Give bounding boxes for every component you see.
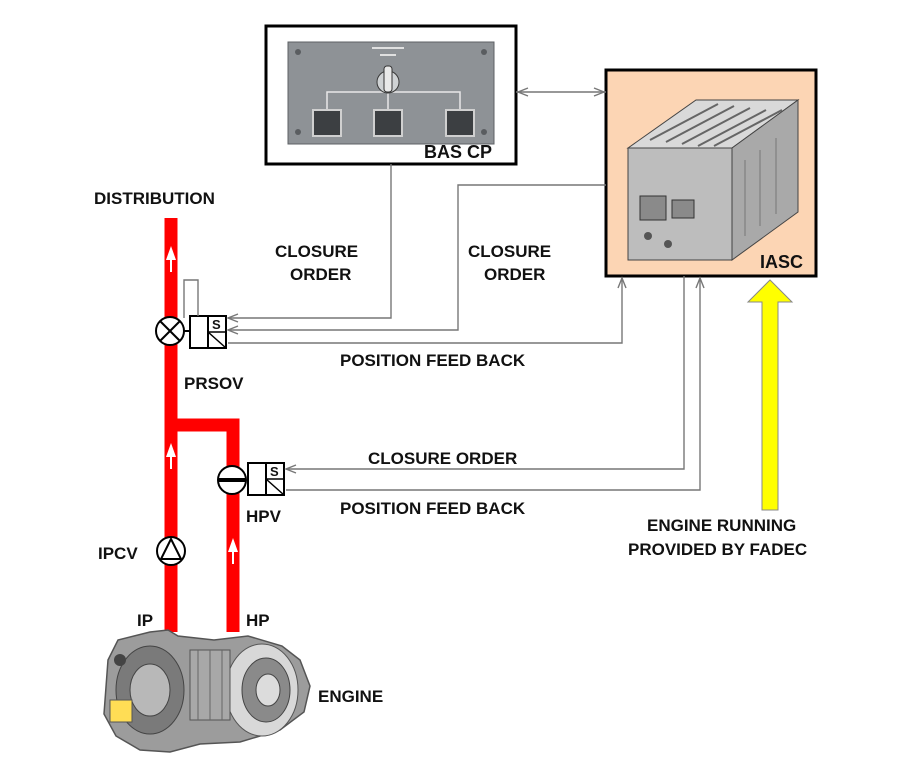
- ipcv-valve: [156, 536, 186, 566]
- closure-order-3-label: CLOSURE ORDER: [368, 449, 517, 468]
- fadec-arrow: [746, 279, 794, 511]
- butterfly-valve-icon: [155, 316, 185, 346]
- engine-label: ENGINE: [318, 687, 383, 706]
- hp-label: HP: [246, 611, 270, 630]
- prsov-solenoid-label: S: [212, 317, 221, 332]
- engine-running-line2: PROVIDED BY FADEC: [628, 540, 807, 559]
- hpv-label: HPV: [246, 507, 282, 526]
- prsov-valve: S: [155, 279, 227, 349]
- iasc-label: IASC: [760, 252, 803, 272]
- closure-order-2-line2: ORDER: [484, 265, 545, 284]
- position-feedback-2-label: POSITION FEED BACK: [340, 499, 526, 518]
- hpv-valve: S: [217, 462, 285, 496]
- control-panel-icon: [295, 47, 487, 137]
- closure-order-1-line2: ORDER: [290, 265, 351, 284]
- bas-cp-label: BAS CP: [424, 142, 492, 162]
- bas-cp-panel: BAS CP: [264, 24, 518, 166]
- flow-arrow-icon: [166, 246, 176, 260]
- bas-cp-iasc-link: [516, 87, 606, 97]
- turbofan-engine-icon: [103, 629, 311, 753]
- engine-running-line1: ENGINE RUNNING: [647, 516, 796, 535]
- closure-order-2-line1: CLOSURE: [468, 242, 551, 261]
- check-valve-icon: [156, 536, 186, 566]
- position-feedback-1-label: POSITION FEED BACK: [340, 351, 526, 370]
- flow-arrow-icon: [166, 443, 176, 457]
- iasc-box: IASC: [604, 68, 818, 278]
- ip-label: IP: [137, 611, 153, 630]
- hpv-solenoid-label: S: [270, 464, 279, 479]
- flow-arrow-icon: [228, 538, 238, 552]
- computer-unit-icon: [626, 99, 800, 261]
- butterfly-valve-icon: [217, 465, 247, 495]
- closure-order-1-line1: CLOSURE: [275, 242, 358, 261]
- prsov-label: PRSOV: [184, 374, 244, 393]
- signal-lines: [226, 164, 705, 491]
- ipcv-label: IPCV: [98, 544, 138, 563]
- bleed-pipes: [164, 218, 240, 632]
- distribution-label: DISTRIBUTION: [94, 189, 215, 208]
